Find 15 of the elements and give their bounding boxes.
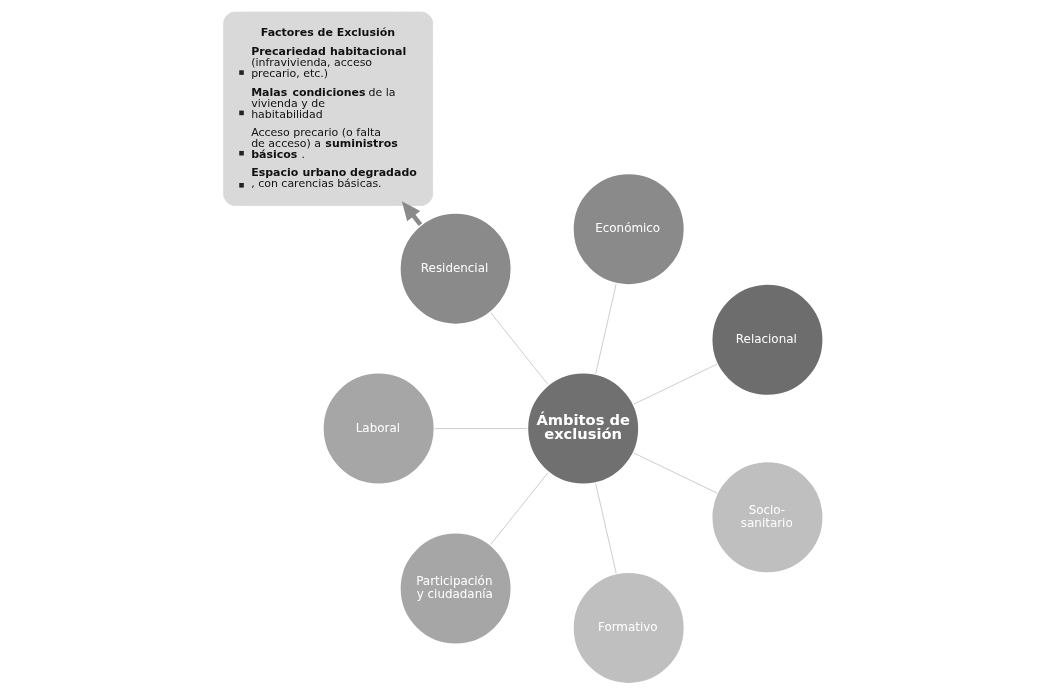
- connector: [594, 283, 617, 375]
- connector: [433, 428, 527, 430]
- node-circle: Socio- sanitario: [710, 460, 824, 575]
- node-circle: Relacional: [710, 283, 824, 397]
- connector: [632, 452, 717, 494]
- node-circle: Económico: [571, 172, 685, 286]
- node-circle: Laboral: [321, 371, 435, 486]
- node-circle: Participación y ciudadanía: [398, 531, 512, 646]
- node-box: Factores de Exclusión Precariedad habitacional (infravivienda, acceso precario, etc.) Malas condiciones de la vivienda y de habitabilidad Acceso precario (o falta de acceso) a suministros básicos. Espacio urbano degradado, con carencias básicas.: [222, 11, 433, 206]
- connector: [632, 363, 717, 405]
- node-circle: Ámbitos de exclusión: [525, 371, 640, 486]
- node-circle: Formativo: [571, 571, 685, 685]
- connector: [489, 472, 548, 545]
- connector: [594, 482, 617, 574]
- connector: [489, 312, 548, 385]
